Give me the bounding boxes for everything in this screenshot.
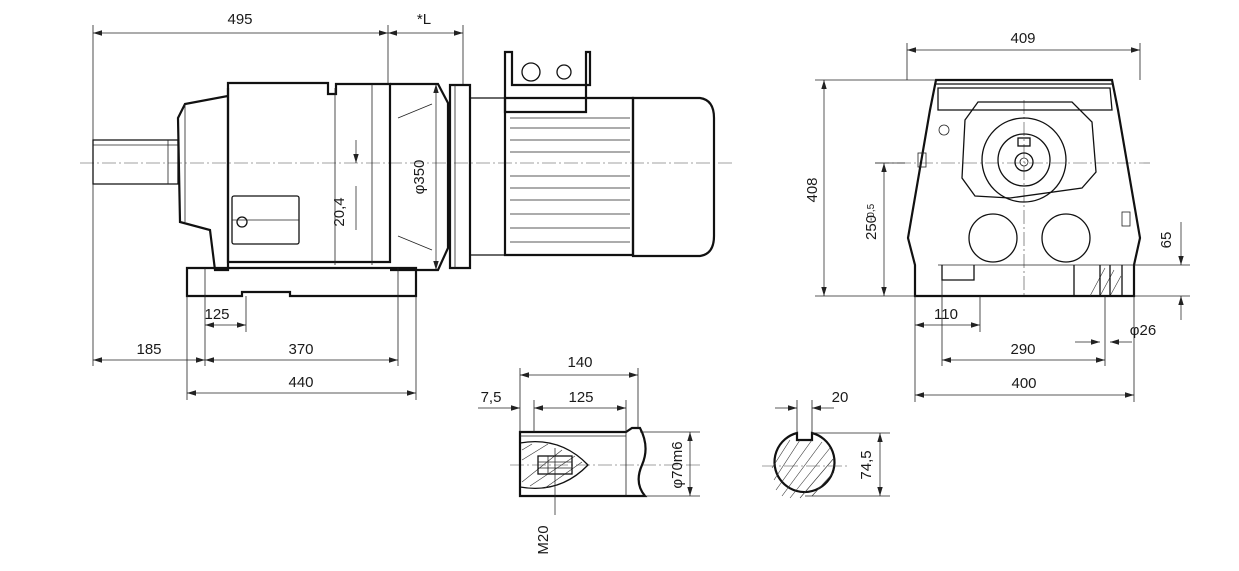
dim-shaft-center-offset: 20,4 bbox=[331, 197, 348, 226]
dim-flange-diameter: φ350 bbox=[411, 160, 428, 195]
dim-foot-width: 400 bbox=[1011, 375, 1036, 392]
dim-center-thread: M20 bbox=[535, 525, 552, 554]
front-view: 409 408 250 -0,5 65 110 φ26 290 400 bbox=[804, 30, 1190, 402]
dim-shaft-diameter: φ70m6 bbox=[669, 441, 686, 488]
dim-key-length: 125 bbox=[568, 389, 593, 406]
dim-foot-edge-distance: 110 bbox=[934, 306, 958, 323]
dim-foot-thickness: 65 bbox=[1158, 232, 1175, 249]
shaft-section: 20 74,5 bbox=[762, 389, 890, 499]
dim-foot-hole-pitch: 290 bbox=[1010, 341, 1035, 358]
foot-hatching bbox=[1089, 267, 1122, 297]
dim-front-width: 409 bbox=[1010, 30, 1035, 47]
dim-key-width: 20 bbox=[832, 389, 849, 406]
dim-shaft-projection: 185 bbox=[136, 341, 161, 358]
dim-axis-height-tolerance: -0,5 bbox=[866, 203, 877, 221]
dim-shaft-key-height: 74,5 bbox=[858, 450, 875, 479]
section-hatching bbox=[771, 439, 835, 499]
dim-shaft-shoulder: 7,5 bbox=[481, 389, 502, 406]
side-view: 495 *L φ350 20,4 125 185 370 440 bbox=[80, 11, 735, 400]
dim-foot-hole-distance: 125 bbox=[204, 306, 229, 323]
dim-front-height: 408 bbox=[804, 177, 821, 202]
dim-side-total-length: 495 bbox=[227, 11, 252, 28]
dim-shaft-length: 140 bbox=[567, 354, 592, 371]
dim-motor-length: *L bbox=[417, 11, 431, 28]
dim-axis-height: 250 bbox=[863, 215, 880, 240]
dim-foot-bolt-hole: φ26 bbox=[1130, 322, 1156, 339]
motor-fins bbox=[510, 117, 630, 243]
shaft-detail: 140 7,5 125 φ70m6 M20 bbox=[478, 354, 700, 555]
dim-foot-length: 440 bbox=[288, 374, 313, 391]
shaft-hatching bbox=[521, 443, 583, 489]
dim-foot-hole-spacing: 370 bbox=[288, 341, 313, 358]
